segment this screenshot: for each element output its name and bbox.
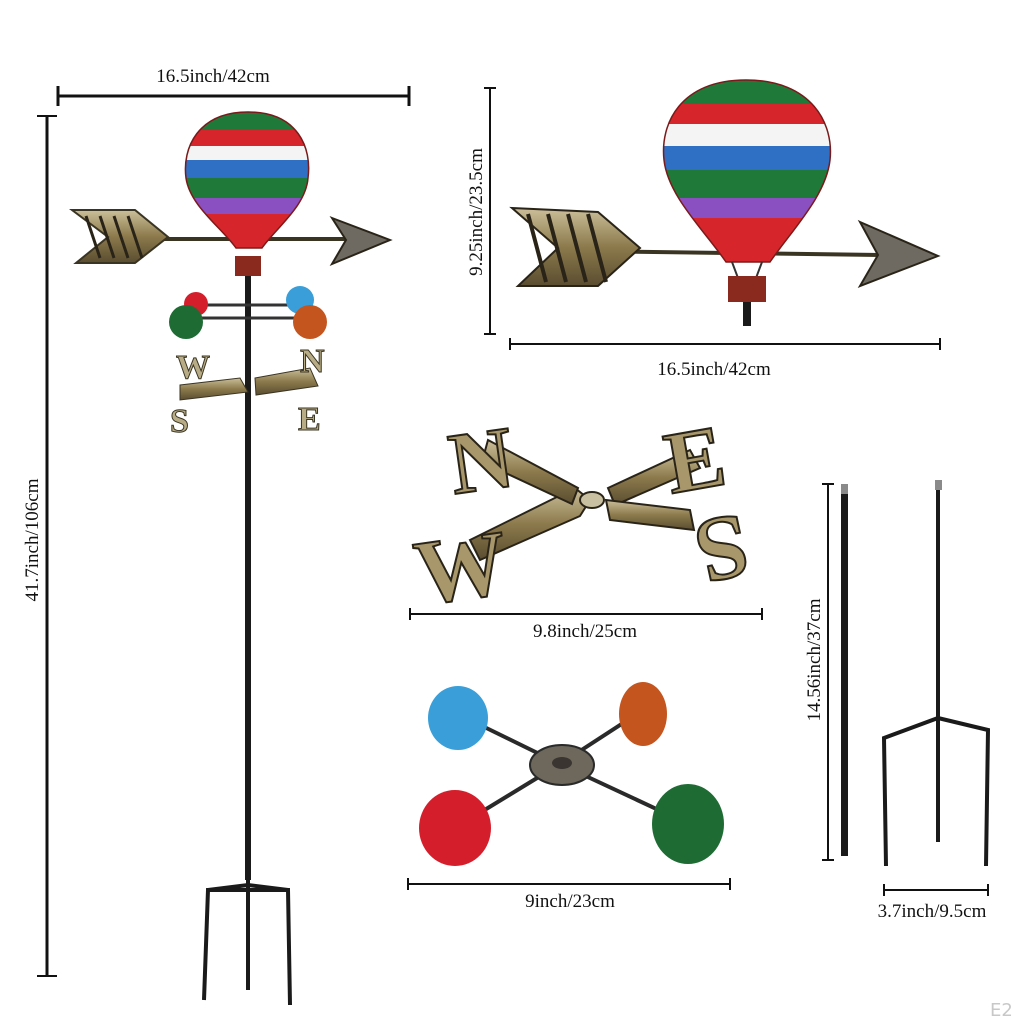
letter-s-small: S [170, 403, 189, 440]
hot-air-balloon [184, 111, 310, 276]
letter-n-small: N [300, 343, 325, 380]
stake-detail: 14.56inch/37cm 3.7inch/9.5cm [804, 480, 991, 922]
stake-fork-width-dimension: 3.7inch/9.5cm [878, 884, 989, 922]
cup-orange [293, 305, 327, 339]
cups-width-dimension: 9inch/23cm [407, 878, 731, 912]
letter-e-small: E [298, 401, 321, 438]
balloon-basket [235, 256, 261, 276]
pole [245, 270, 251, 880]
topper-width-label: 16.5inch/42cm [657, 359, 771, 380]
watermark: E2 [990, 1000, 1013, 1021]
directionals-detail: 9.8inch/25cm N E W S [408, 407, 763, 642]
topper-detail: 9.25inch/23.5cm 16.5inch/42cm [466, 79, 941, 380]
letter-w-small: W [176, 349, 210, 386]
assembled-width-dimension: 16.5inch/42cm [56, 66, 411, 106]
cup-green-large [652, 784, 724, 864]
stake-height-dimension: 14.56inch/37cm [804, 483, 834, 861]
assembled-height-dimension: 41.7inch/106cm [22, 115, 57, 977]
cup-orange-large [619, 682, 667, 746]
letter-n: N [443, 409, 519, 514]
directionals-width-label: 9.8inch/25cm [533, 621, 637, 642]
wind-cups [169, 286, 327, 339]
letter-w: W [409, 511, 514, 625]
letter-s: S [687, 494, 758, 604]
arrow [69, 209, 393, 267]
topper-width-dimension: 16.5inch/42cm [509, 338, 941, 380]
assembled-weathervane: 16.5inch/42cm 41.7inch/106cm [22, 66, 411, 1006]
stake-pole-segment [841, 484, 848, 856]
stake-fork-width-label: 3.7inch/9.5cm [878, 901, 987, 922]
assembled-height-label: 41.7inch/106cm [22, 478, 43, 601]
topper-basket [728, 276, 766, 302]
wind-cups-detail: 9inch/23cm [407, 682, 731, 912]
topper-height-dimension: 9.25inch/23.5cm [466, 87, 496, 335]
topper-height-label: 9.25inch/23.5cm [466, 148, 487, 276]
stake-fork [881, 482, 991, 867]
stake-height-label: 14.56inch/37cm [804, 598, 825, 721]
topper-arrow [509, 206, 941, 288]
compass-directionals: W S N E [170, 343, 326, 441]
directionals-width-dimension: 9.8inch/25cm [409, 608, 763, 642]
ground-stake-fork [202, 880, 292, 1006]
assembled-width-label: 16.5inch/42cm [156, 66, 270, 87]
cup-blue-large [428, 686, 488, 750]
cups-width-label: 9inch/23cm [525, 891, 615, 912]
topper-balloon [662, 79, 832, 326]
cup-red-large [419, 790, 491, 866]
cup-green [169, 305, 203, 339]
